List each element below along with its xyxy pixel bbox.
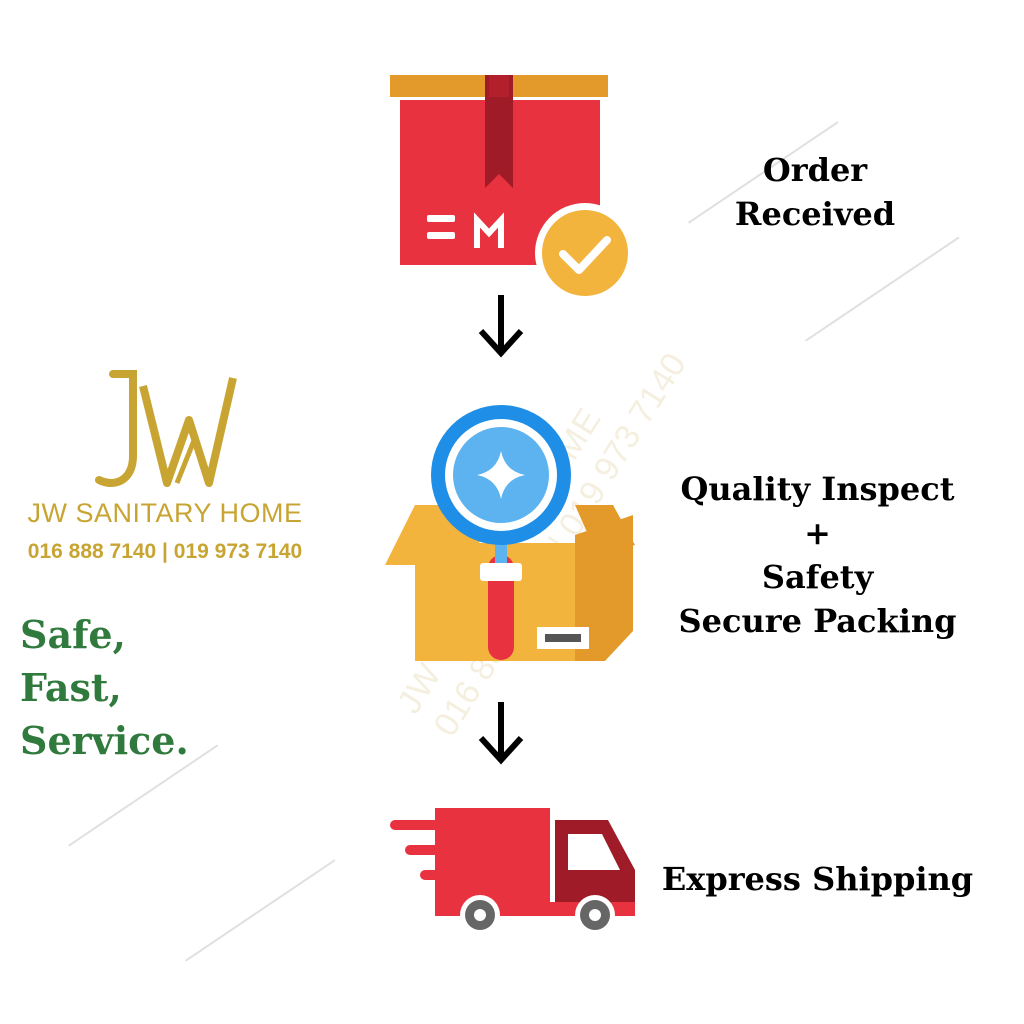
step-label-order-received: Order Received bbox=[700, 148, 930, 236]
step-label-line: Quality Inspect bbox=[680, 470, 955, 508]
step-label-line: + bbox=[804, 514, 831, 552]
delivery-truck-icon bbox=[390, 808, 635, 935]
step-label-express-shipping: Express Shipping bbox=[650, 857, 985, 901]
slogan-line: Fast, bbox=[20, 665, 122, 710]
decor-line bbox=[185, 859, 336, 962]
slogan-line: Safe, bbox=[20, 612, 126, 657]
slogan-line: Service. bbox=[20, 718, 189, 763]
step-label-line: Secure Packing bbox=[678, 602, 957, 640]
brand-logo bbox=[95, 370, 237, 487]
step-label-line: Received bbox=[734, 195, 896, 233]
step-label-line: Express Shipping bbox=[661, 860, 974, 898]
brand-name: JW SANITARY HOME bbox=[27, 498, 303, 528]
arrow-down-icon bbox=[478, 702, 524, 765]
decor-line bbox=[805, 236, 960, 342]
step-label-line: Safety bbox=[761, 558, 874, 596]
package-inspect-icon bbox=[385, 405, 635, 661]
arrow-down-icon bbox=[478, 295, 524, 358]
step-label-line: Order bbox=[762, 151, 868, 189]
package-check-icon bbox=[390, 75, 635, 303]
slogan: Safe, Fast, Service. bbox=[20, 608, 189, 767]
brand-phone-numbers: 016 888 7140 | 019 973 7140 bbox=[27, 540, 303, 563]
step-label-quality-inspect: Quality Inspect + Safety Secure Packing bbox=[665, 467, 970, 643]
